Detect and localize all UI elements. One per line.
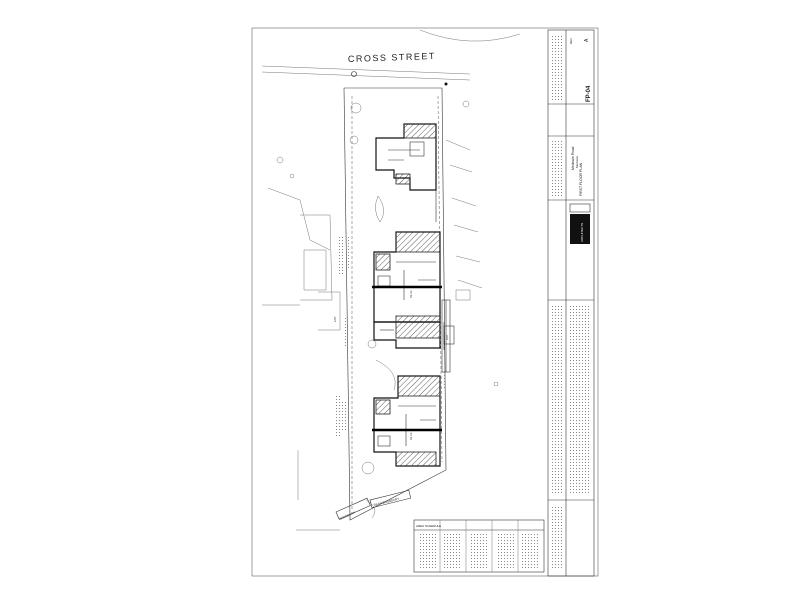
- revision-label: REV: [569, 38, 573, 44]
- landscape-circles: [349, 102, 396, 519]
- drawing-number: FP-04: [586, 85, 592, 102]
- project-name: Medowie Road: [571, 147, 575, 170]
- lot-label-b: LOT: [445, 334, 449, 340]
- site-boundary: [343, 87, 447, 521]
- street-label: CROSS STREET: [348, 51, 436, 64]
- parking-bays: [445, 100, 499, 387]
- project-sub: Medowie: [575, 156, 579, 168]
- left-context: [262, 156, 341, 531]
- schedule-header: AREA SCHEDULE: [416, 524, 441, 528]
- sheet-border: [251, 27, 599, 577]
- firm-logo-text: ARCHITECTS: [580, 223, 584, 242]
- lot-label-a: LOT: [333, 316, 337, 322]
- area-schedule: AREA SCHEDULE: [413, 519, 545, 573]
- rear-boundary-strip: REAR BOUNDARY BOUNDARY: [335, 489, 412, 521]
- plan-annotations: [334, 236, 447, 436]
- title-block: ARCHITECTS FIRST FLOOR PLAN Medowie Road…: [547, 29, 595, 577]
- firm-logo: [570, 214, 590, 244]
- unit-2-plan: [372, 231, 442, 323]
- unit-4-plan: [372, 375, 442, 467]
- survey-mark-icon: [444, 82, 448, 86]
- revision-value: A: [584, 38, 590, 42]
- unit-1-plan: [375, 123, 437, 222]
- side-boundary-label: BOUNDARY: [339, 510, 356, 521]
- area-label-b: 63 m²: [409, 432, 413, 440]
- rear-boundary-label: REAR BOUNDARY: [373, 497, 399, 507]
- street-curve: [419, 29, 521, 42]
- area-label-a: 63 m²: [409, 290, 413, 298]
- unit-3-plan: [373, 315, 455, 350]
- north-point-icon: [351, 71, 357, 77]
- drawing-title: FIRST FLOOR PLAN: [579, 162, 583, 196]
